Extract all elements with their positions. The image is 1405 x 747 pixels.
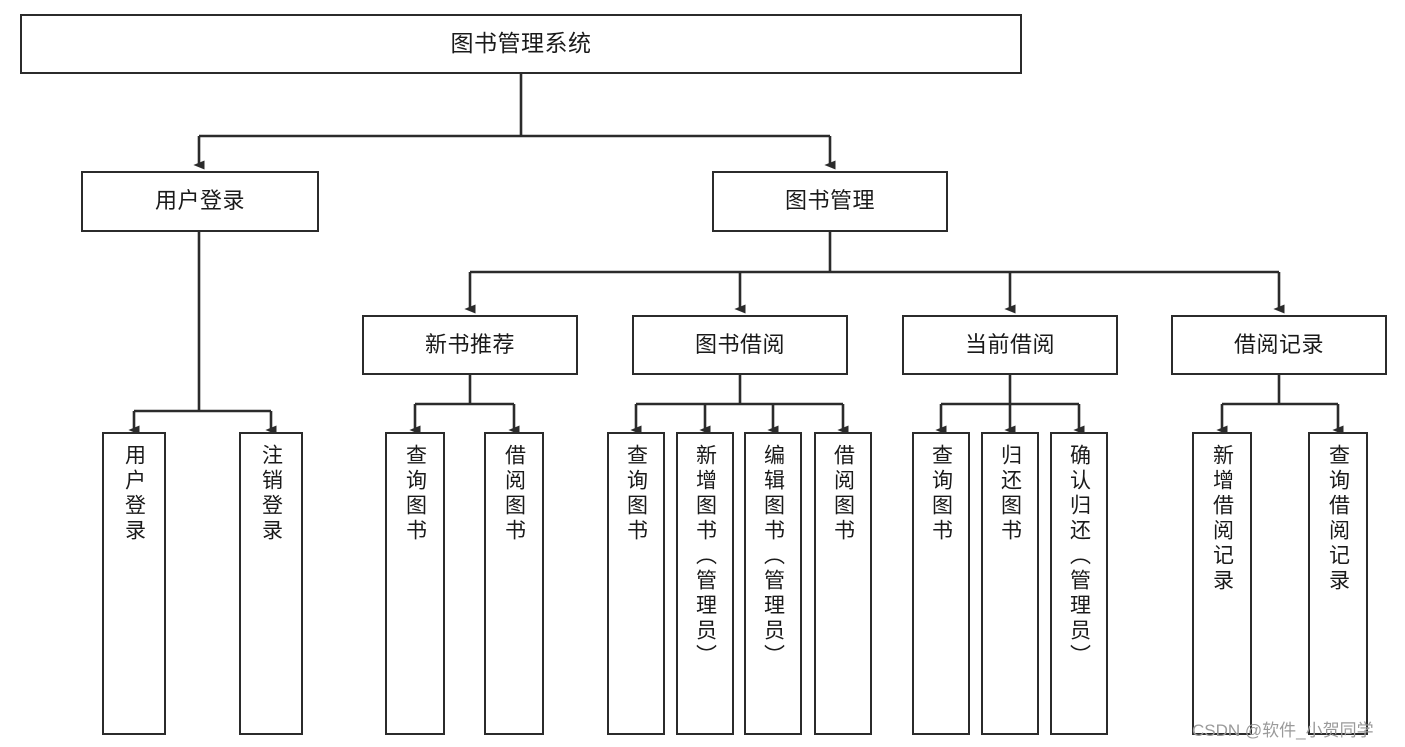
node-current-borrowing[interactable]: 当前借阅 xyxy=(902,315,1118,375)
leaf-borrow-borrow-book[interactable]: 借阅图书 xyxy=(814,432,872,735)
node-root-book-management-system[interactable]: 图书管理系统 xyxy=(20,14,1022,74)
node-label: 查询图书 xyxy=(403,444,427,544)
leaf-borrow-add-book-admin[interactable]: 新增图书（管理员） xyxy=(676,432,734,735)
node-label: 当前借阅 xyxy=(964,331,1055,357)
leaf-current-confirm-return-admin[interactable]: 确认归还（管理员） xyxy=(1050,432,1108,735)
node-label: 图书管理系统 xyxy=(450,30,592,57)
csdn-watermark: CSDN @软件_小贺同学 xyxy=(1192,721,1374,740)
node-label: 图书管理 xyxy=(784,188,875,214)
node-label: 图书借阅 xyxy=(694,331,785,357)
node-label: 新增图书（管理员） xyxy=(693,444,717,669)
node-label: 编辑图书（管理员） xyxy=(761,444,785,669)
leaf-record-query-record[interactable]: 查询借阅记录 xyxy=(1308,432,1368,735)
leaf-user-login-login[interactable]: 用户登录 xyxy=(102,432,166,735)
node-user-login[interactable]: 用户登录 xyxy=(81,171,319,232)
node-label: 注销登录 xyxy=(259,444,283,544)
node-label: 借阅图书 xyxy=(502,444,526,544)
node-label: 新增借阅记录 xyxy=(1210,444,1234,594)
node-label: 归还图书 xyxy=(998,444,1022,544)
node-label: 用户登录 xyxy=(122,444,146,544)
node-label: 借阅图书 xyxy=(831,444,855,544)
node-book-management[interactable]: 图书管理 xyxy=(712,171,948,232)
leaf-user-login-logout[interactable]: 注销登录 xyxy=(239,432,303,735)
leaf-current-return-book[interactable]: 归还图书 xyxy=(981,432,1039,735)
leaf-current-query-book[interactable]: 查询图书 xyxy=(912,432,970,735)
node-label: 借阅记录 xyxy=(1233,331,1324,357)
node-borrowing-record[interactable]: 借阅记录 xyxy=(1171,315,1387,375)
leaf-borrow-query-book[interactable]: 查询图书 xyxy=(607,432,665,735)
leaf-new-book-borrow-book[interactable]: 借阅图书 xyxy=(484,432,544,735)
node-label: 查询图书 xyxy=(929,444,953,544)
node-book-borrowing[interactable]: 图书借阅 xyxy=(632,315,848,375)
leaf-new-book-query-book[interactable]: 查询图书 xyxy=(385,432,445,735)
node-label: 确认归还（管理员） xyxy=(1067,444,1091,669)
node-label: 查询借阅记录 xyxy=(1326,444,1350,594)
node-label: 新书推荐 xyxy=(424,331,515,357)
leaf-record-add-record[interactable]: 新增借阅记录 xyxy=(1192,432,1252,735)
node-label: 用户登录 xyxy=(154,188,245,214)
node-new-book-recommendation[interactable]: 新书推荐 xyxy=(362,315,578,375)
node-label: 查询图书 xyxy=(624,444,648,544)
leaf-borrow-edit-book-admin[interactable]: 编辑图书（管理员） xyxy=(744,432,802,735)
